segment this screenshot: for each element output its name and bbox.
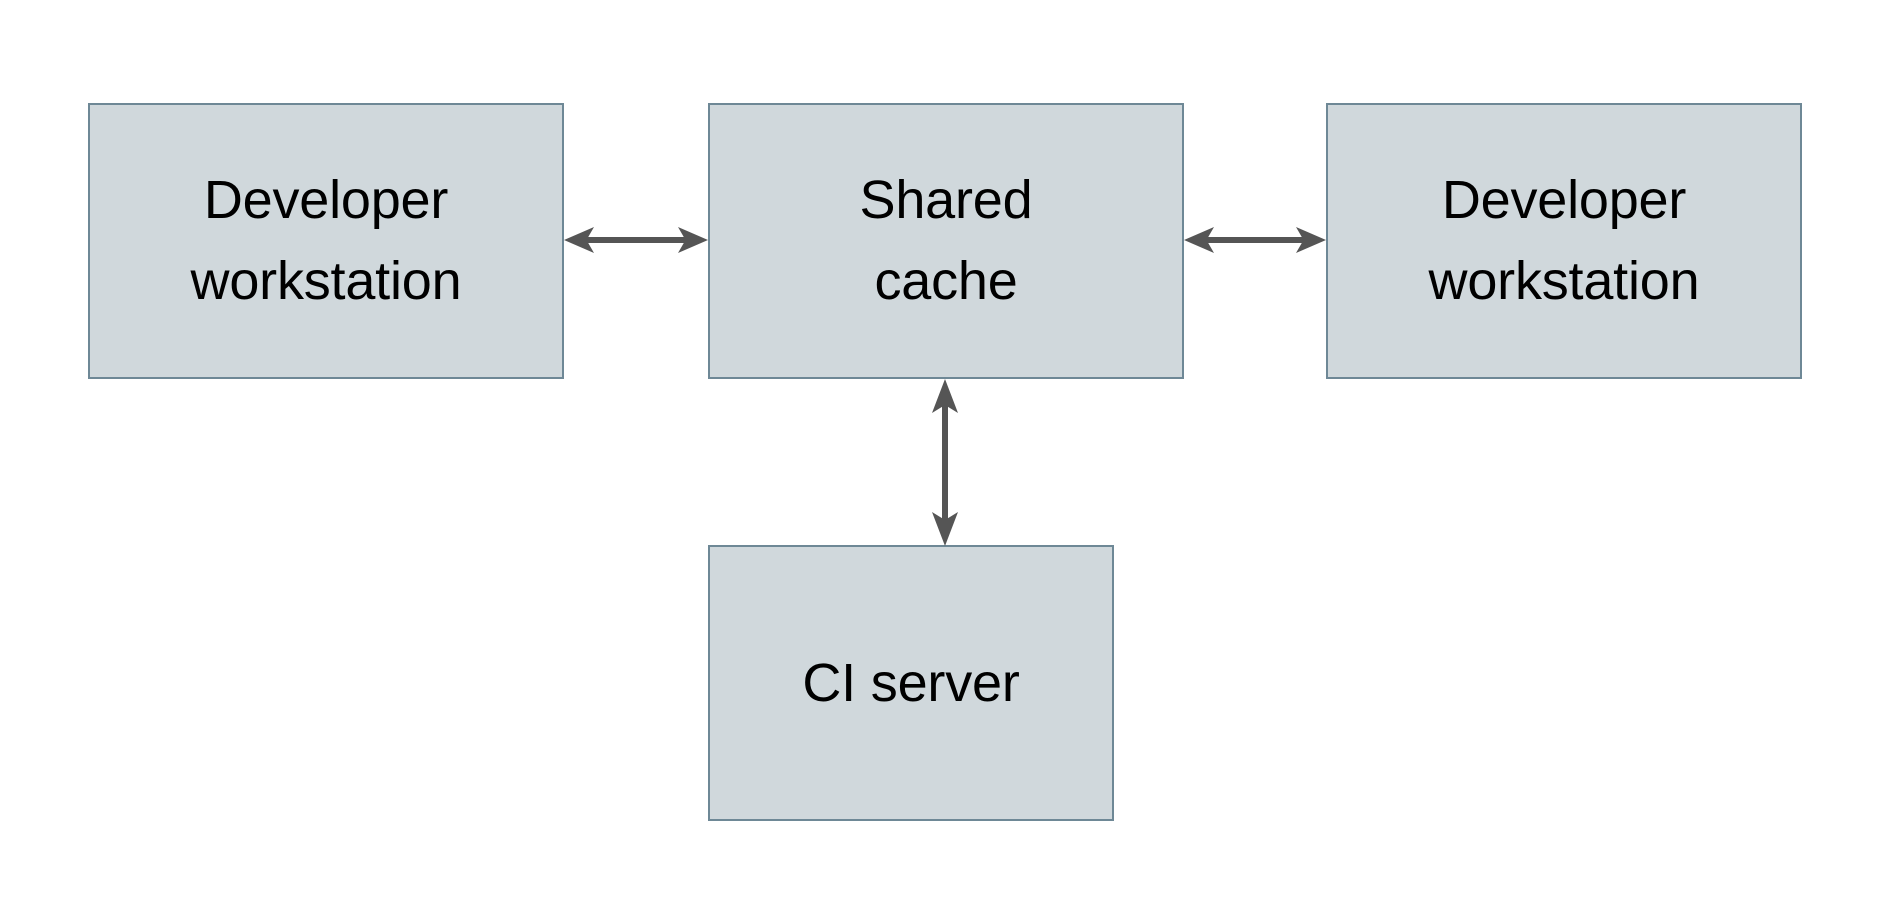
node-label: Developer workstation	[190, 170, 462, 311]
edge-shared-cache-to-ci-server[interactable]	[921, 379, 969, 546]
bidirectional-arrow-horizontal-icon	[1184, 227, 1326, 253]
bidirectional-arrow-vertical-icon	[932, 379, 958, 546]
node-developer-workstation-right[interactable]: Developer workstation	[1326, 103, 1802, 379]
node-label: Shared cache	[859, 170, 1033, 311]
node-label: Developer workstation	[1428, 170, 1700, 311]
node-ci-server[interactable]: CI server	[708, 545, 1114, 821]
node-developer-workstation-left[interactable]: Developer workstation	[88, 103, 564, 379]
node-label: CI server	[802, 652, 1020, 713]
edge-developer-workstation-left-to-shared-cache[interactable]	[564, 216, 708, 264]
edge-shared-cache-to-developer-workstation-right[interactable]	[1184, 216, 1326, 264]
node-shared-cache[interactable]: Shared cache	[708, 103, 1184, 379]
bidirectional-arrow-horizontal-icon	[564, 227, 708, 253]
